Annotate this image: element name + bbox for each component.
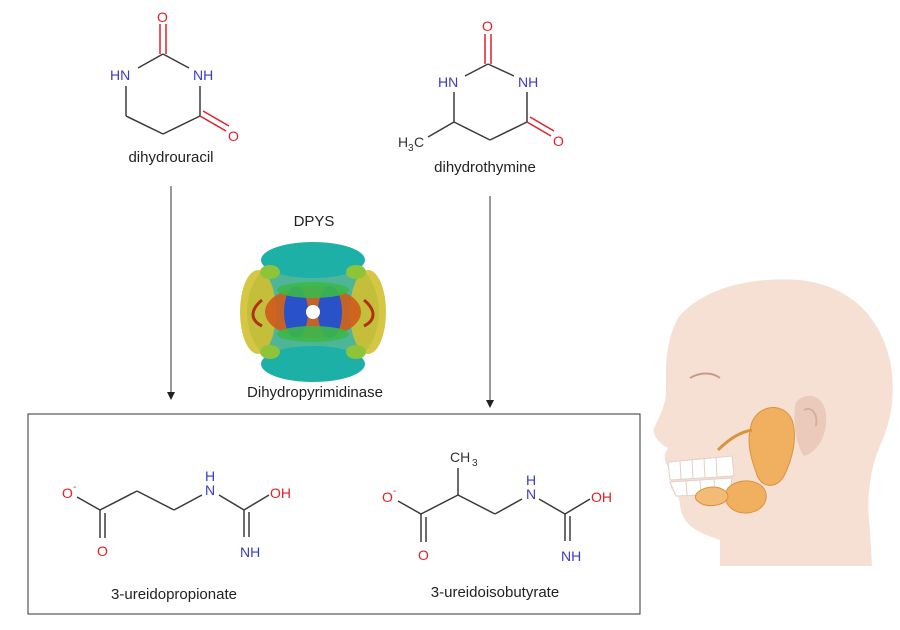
dihydrothymine-methyl-c: C: [414, 134, 424, 150]
dihydrothymine-methyl-h: H: [398, 134, 408, 150]
ureidoisobutyrate-ch3-sub: 3: [472, 458, 478, 469]
enzyme-name-label: Dihydropyrimidinase: [247, 384, 383, 401]
dihydrothymine-methyl-sub: 3: [408, 143, 414, 154]
ureidopropionate-o-minus: O: [62, 485, 73, 501]
dihydrothymine-hn: HN: [438, 74, 458, 90]
products-box: [27, 413, 641, 615]
dihydrothymine-o-right: O: [553, 133, 564, 149]
ureidoisobutyrate-oh: OH: [591, 489, 612, 505]
dihydrouracil-nh: NH: [193, 67, 213, 83]
dihydrothymine-methyl: H 3 C: [398, 134, 424, 154]
ureidoisobutyrate-structure: O - O CH 3 H N OH NH 3-ureidoisobutyrate: [382, 449, 612, 601]
ureidopropionate-minus-sign: -: [73, 482, 76, 493]
dihydropyrimidinase-protein-structure-icon: [240, 242, 386, 382]
ureidoisobutyrate-label: 3-ureidoisobutyrate: [431, 584, 559, 601]
dihydrothymine-label: dihydrothymine: [434, 159, 536, 176]
dihydrouracil-o-right: O: [228, 128, 239, 144]
ureidopropionate-nh-h: H: [205, 468, 215, 484]
reaction-arrow-right: [486, 196, 494, 408]
ureidoisobutyrate-n: N: [526, 486, 536, 502]
ureidoisobutyrate-ch3: CH: [450, 449, 470, 465]
ureidopropionate-n: N: [205, 482, 215, 498]
dihydrothymine-structure: O HN NH O H 3 C dihydrothymine: [398, 18, 564, 176]
dihydrouracil-label: dihydrouracil: [128, 149, 213, 166]
ureidoisobutyrate-o-bottom: O: [418, 547, 429, 563]
dihydrothymine-nh: NH: [518, 74, 538, 90]
ureidopropionate-o-bottom: O: [97, 543, 108, 559]
ureidoisobutyrate-minus-sign: -: [393, 486, 396, 497]
ureidopropionate-structure: O - O H N OH NH 3-ureidopropionate: [62, 468, 291, 603]
reaction-arrow-left: [167, 186, 175, 400]
ureidoisobutyrate-imine: NH: [561, 548, 581, 564]
enzyme-gene-label: DPYS: [294, 213, 335, 230]
head-salivary-gland-illustration-icon: [653, 279, 893, 566]
ureidoisobutyrate-nh-h: H: [526, 472, 536, 488]
ureidopropionate-label: 3-ureidopropionate: [111, 586, 237, 603]
ureidopropionate-oh: OH: [270, 485, 291, 501]
dihydrouracil-hn: HN: [110, 67, 130, 83]
dihydrothymine-o-top: O: [482, 18, 493, 34]
ureidoisobutyrate-o-minus: O: [382, 489, 393, 505]
dihydrouracil-o-top: O: [157, 9, 168, 25]
dihydrouracil-structure: O HN NH O dihydrouracil: [110, 9, 239, 166]
ureidopropionate-imine: NH: [240, 544, 260, 560]
